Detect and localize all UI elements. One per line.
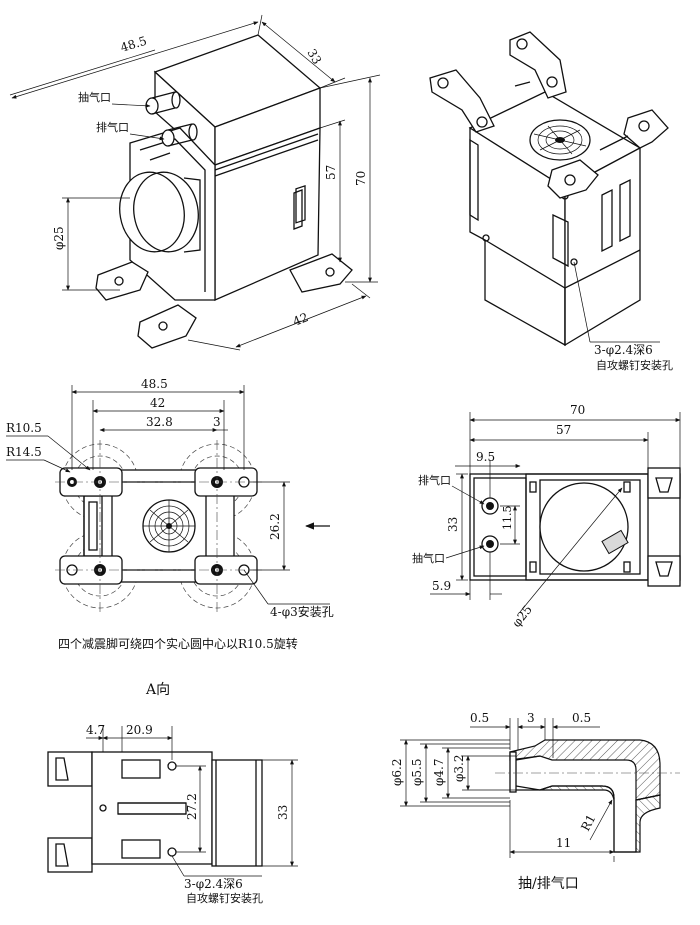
port-dim-phi3-2: φ3.2 [452,755,466,783]
iso-label-intake: 抽气口 [78,90,111,104]
view-a-dim-32-8: 32.8 [146,415,173,429]
top-view-dim-57: 57 [556,423,571,437]
rear-bracket-4 [547,159,599,199]
iso-motor-disc [119,171,185,253]
iso-dim-length: 48.5 [119,34,149,55]
top-view-dim-5-9: 5.9 [432,579,451,593]
top-view-dim-33: 33 [446,517,460,532]
port-dim-r1: R1 [578,812,598,833]
top-view-motor-disc [539,482,629,572]
iso-foot-left [95,261,149,301]
iso-dim-diameter: φ25 [52,226,66,250]
view-a-dim-42: 42 [150,396,165,410]
view-a-title: A向 [145,682,170,698]
bottom-view-hole-note: 3-φ2.4深6 [184,877,243,891]
view-a-dim-r14-5: R14.5 [6,445,42,459]
view-a-dim-r10-5: R10.5 [6,421,42,435]
iso-dim-total-height: 70 [354,171,368,186]
view-a-rotation-note: 四个减震脚可绕四个实心圆中心以R10.5旋转 [58,636,298,651]
top-view-dim-9-5: 9.5 [476,450,495,464]
port-wall-bottom [539,785,661,853]
view-a-dim-outer: 48.5 [141,377,168,391]
port-wall-top [509,739,661,801]
view-a: 48.5 42 32.8 3 26.2 R10.5 R14.5 4-φ3安装孔 … [6,377,334,698]
bottom-view-dim-27-2: 27.2 [185,793,199,820]
rear-bracket-2 [429,69,495,133]
top-view-label-exhaust: 排气口 [418,473,451,487]
port-dim-0-5b: 0.5 [572,711,591,725]
top-view: 70 57 9.5 33 11.5 5.9 φ25 排气口 抽气口 [412,403,681,630]
top-view-dim-70: 70 [570,403,585,417]
port-detail: 0.5 3 0.5 φ6.2 φ5.5 φ4.7 φ3.2 11 R1 抽/排气… [390,711,680,892]
rear-iso-view: 3-φ2.4深6 自攻螺钉安装孔 [429,31,673,372]
iso-dim-depth: 33 [304,47,324,67]
view-a-dim-26-2: 26.2 [268,513,282,540]
rear-bracket-1 [509,31,567,99]
iso-foot-right [289,253,353,293]
view-a-fan-icon [142,499,196,553]
iso-dim-body-height: 57 [324,165,338,180]
rear-hole-sub: 自攻螺钉安装孔 [596,358,673,372]
bottom-view-dim-33: 33 [276,805,290,820]
rear-bracket-3 [623,109,669,149]
port-dim-3: 3 [527,711,535,725]
top-view-dim-11-5: 11.5 [501,506,514,531]
top-view-label-intake: 抽气口 [412,551,445,565]
rear-hole-note: 3-φ2.4深6 [594,343,653,357]
iso-port-exhaust [161,123,198,147]
view-a-hole-note: 4-φ3安装孔 [270,604,334,619]
top-view-dim-phi25: φ25 [509,603,535,630]
iso-view: 48.5 33 57 70 42 φ25 抽气口 排气口 [9,14,381,351]
iso-label-exhaust: 排气口 [96,120,129,134]
port-dim-11: 11 [556,836,571,850]
fan-grille-icon [529,119,591,161]
port-detail-title: 抽/排气口 [518,876,579,892]
bottom-view-hole-sub: 自攻螺钉安装孔 [186,891,263,905]
port-dim-phi6-2: φ6.2 [390,759,404,787]
port-dim-phi4-7: φ4.7 [432,759,446,787]
bottom-view-dim-4-7: 4.7 [86,723,105,737]
iso-dim-width: 42 [291,310,310,329]
port-dim-phi5-5: φ5.5 [410,759,424,787]
bottom-view-body [91,751,213,865]
port-dim-0-5a: 0.5 [470,711,489,725]
view-a-dim-3: 3 [213,415,221,429]
bottom-view-dim-20-9: 20.9 [126,723,153,737]
bottom-view: 4.7 20.9 27.2 33 3-φ2.4深6 自攻螺钉安装孔 [47,723,298,905]
